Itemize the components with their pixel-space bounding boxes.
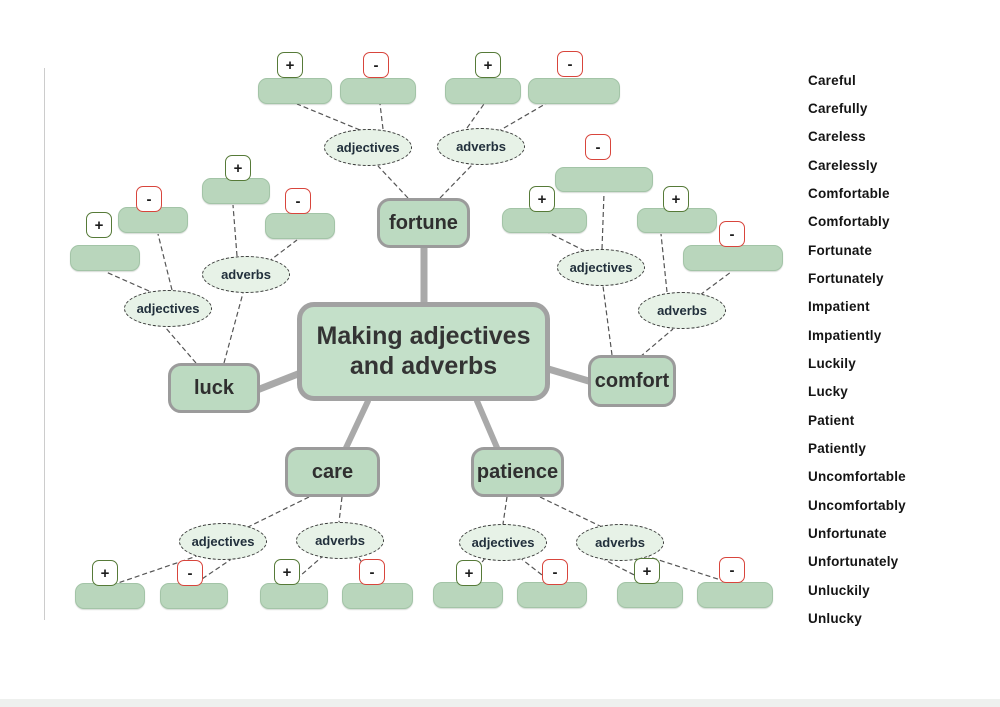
- pos-ellipse-care-adverbs: adverbs: [296, 522, 384, 559]
- pos-ellipse-luck-adverbs: adverbs: [202, 256, 290, 293]
- answer-box[interactable]: [637, 208, 717, 233]
- pos-ellipse-care-adjectives: adjectives: [179, 523, 267, 560]
- plus-chip: +: [475, 52, 501, 78]
- word-bank-item[interactable]: Careless: [808, 129, 866, 144]
- answer-box[interactable]: [683, 245, 783, 271]
- plus-chip: +: [86, 212, 112, 238]
- pos-ellipse-luck-adjectives: adjectives: [124, 290, 212, 327]
- answer-box[interactable]: [617, 582, 683, 608]
- minus-chip: -: [285, 188, 311, 214]
- branch-node-comfort: comfort: [588, 355, 676, 407]
- pos-ellipse-fortune-adjectives: adjectives: [324, 129, 412, 166]
- word-bank-item[interactable]: Uncomfortable: [808, 469, 906, 484]
- branch-node-patience: patience: [471, 447, 564, 497]
- pos-ellipse-comfort-adverbs: adverbs: [638, 292, 726, 329]
- word-bank-item[interactable]: Carelessly: [808, 158, 878, 173]
- word-bank-item[interactable]: Fortunate: [808, 243, 873, 258]
- word-bank-item[interactable]: Impatient: [808, 299, 870, 314]
- word-bank-item[interactable]: Impatiently: [808, 328, 882, 343]
- word-bank-item[interactable]: Unfortunate: [808, 526, 887, 541]
- pos-ellipse-comfort-adjectives: adjectives: [557, 249, 645, 286]
- plus-chip: +: [92, 560, 118, 586]
- answer-box[interactable]: [555, 167, 653, 192]
- answer-box[interactable]: [528, 78, 620, 104]
- word-bank-item[interactable]: Lucky: [808, 384, 849, 399]
- minus-chip: -: [719, 557, 745, 583]
- answer-box[interactable]: [697, 582, 773, 608]
- answer-box[interactable]: [445, 78, 521, 104]
- pos-ellipse-patience-adverbs: adverbs: [576, 524, 664, 561]
- answer-box[interactable]: [258, 78, 332, 104]
- word-bank-item[interactable]: Unlucky: [808, 611, 862, 626]
- answer-box[interactable]: [433, 582, 503, 608]
- minus-chip: -: [136, 186, 162, 212]
- minus-chip: -: [363, 52, 389, 78]
- minus-chip: -: [177, 560, 203, 586]
- pos-ellipse-patience-adjectives: adjectives: [459, 524, 547, 561]
- minus-chip: -: [719, 221, 745, 247]
- plus-chip: +: [634, 558, 660, 584]
- central-topic: Making adjectives and adverbs: [297, 302, 550, 401]
- minus-chip: -: [585, 134, 611, 160]
- answer-box[interactable]: [70, 245, 140, 271]
- word-bank-item[interactable]: Fortunately: [808, 271, 884, 286]
- word-bank-item[interactable]: Comfortable: [808, 186, 890, 201]
- word-bank-item[interactable]: Luckily: [808, 356, 856, 371]
- answer-box[interactable]: [75, 583, 145, 609]
- branch-node-luck: luck: [168, 363, 260, 413]
- answer-box[interactable]: [340, 78, 416, 104]
- word-bank-item[interactable]: Carefully: [808, 101, 868, 116]
- plus-chip: +: [663, 186, 689, 212]
- minus-chip: -: [542, 559, 568, 585]
- answer-box[interactable]: [265, 213, 335, 239]
- word-bank-item[interactable]: Uncomfortably: [808, 498, 906, 513]
- word-bank-item[interactable]: Patient: [808, 413, 855, 428]
- answer-box[interactable]: [517, 582, 587, 608]
- left-margin-line: [44, 68, 45, 620]
- answer-box[interactable]: [160, 583, 228, 609]
- plus-chip: +: [456, 560, 482, 586]
- branch-node-care: care: [285, 447, 380, 497]
- plus-chip: +: [225, 155, 251, 181]
- word-bank-item[interactable]: Unfortunately: [808, 554, 899, 569]
- plus-chip: +: [274, 559, 300, 585]
- pos-ellipse-fortune-adverbs: adverbs: [437, 128, 525, 165]
- answer-box[interactable]: [342, 583, 413, 609]
- word-bank-item[interactable]: Unluckily: [808, 583, 870, 598]
- plus-chip: +: [277, 52, 303, 78]
- answer-box[interactable]: [260, 583, 328, 609]
- word-bank-item[interactable]: Comfortably: [808, 214, 890, 229]
- minus-chip: -: [359, 559, 385, 585]
- plus-chip: +: [529, 186, 555, 212]
- answer-box[interactable]: [202, 178, 270, 204]
- branch-node-fortune: fortune: [377, 198, 470, 248]
- word-bank-item[interactable]: Careful: [808, 73, 856, 88]
- page-footer-line: [0, 699, 1000, 707]
- minus-chip: -: [557, 51, 583, 77]
- answer-box[interactable]: [502, 208, 587, 233]
- word-bank-item[interactable]: Patiently: [808, 441, 867, 456]
